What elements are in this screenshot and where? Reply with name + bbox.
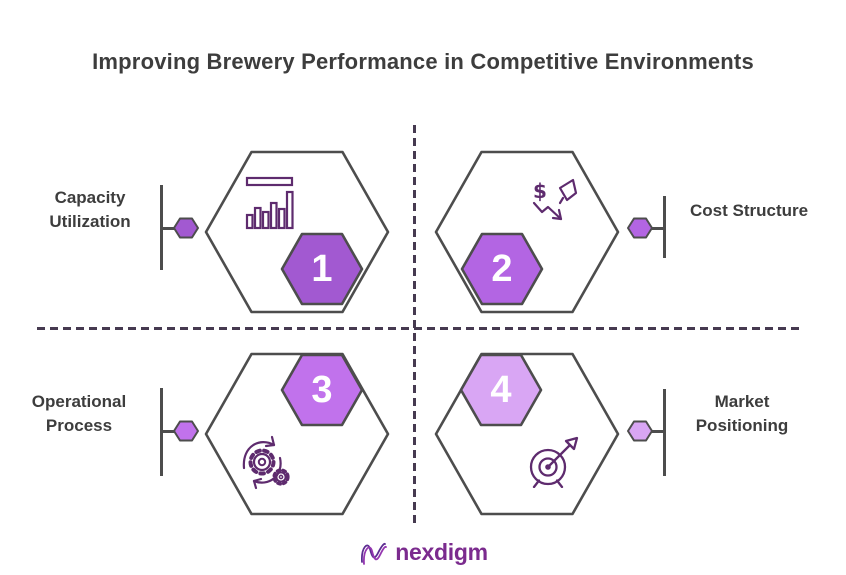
capacity-number-hexagon	[280, 232, 364, 306]
page-title: Improving Brewery Performance in Competi…	[92, 49, 754, 74]
vertical-divider-dashed-line	[413, 125, 416, 527]
connector-tick	[650, 430, 666, 433]
step-number: 2	[491, 248, 513, 290]
label-operational-process: Operational Process	[31, 392, 127, 435]
connector-hexagon	[627, 420, 653, 442]
target-arrow-icon	[529, 436, 579, 488]
label-capacity-utilization: Capacity Utilization	[49, 188, 131, 231]
connector-hexagon	[627, 217, 653, 239]
svg-text:$: $	[533, 179, 547, 203]
connector-hexagon	[173, 217, 199, 239]
process-number-hexagon	[280, 353, 364, 427]
brand-logo: nexdigm	[0, 535, 846, 569]
cost-number-hexagon	[460, 232, 544, 306]
brand-name: nexdigm	[395, 538, 488, 565]
connector-tick	[650, 227, 666, 230]
label-cost-structure: Cost Structure	[690, 201, 809, 220]
step-number: 3	[311, 369, 333, 411]
connector-tick	[160, 430, 176, 433]
cost-decline-icon: $	[532, 178, 578, 221]
step-number: 4	[490, 369, 512, 411]
connector-hexagon	[173, 420, 199, 442]
process-gears-icon	[242, 435, 290, 490]
label-market-positioning: Market Positioning	[695, 392, 789, 435]
step-number: 1	[311, 248, 333, 290]
horizontal-divider-dashed-line	[37, 327, 803, 330]
market-number-hexagon	[459, 353, 543, 427]
nexdigm-swoosh-icon	[361, 542, 388, 565]
bar-chart-icon	[245, 176, 294, 230]
connector-tick	[160, 227, 176, 230]
